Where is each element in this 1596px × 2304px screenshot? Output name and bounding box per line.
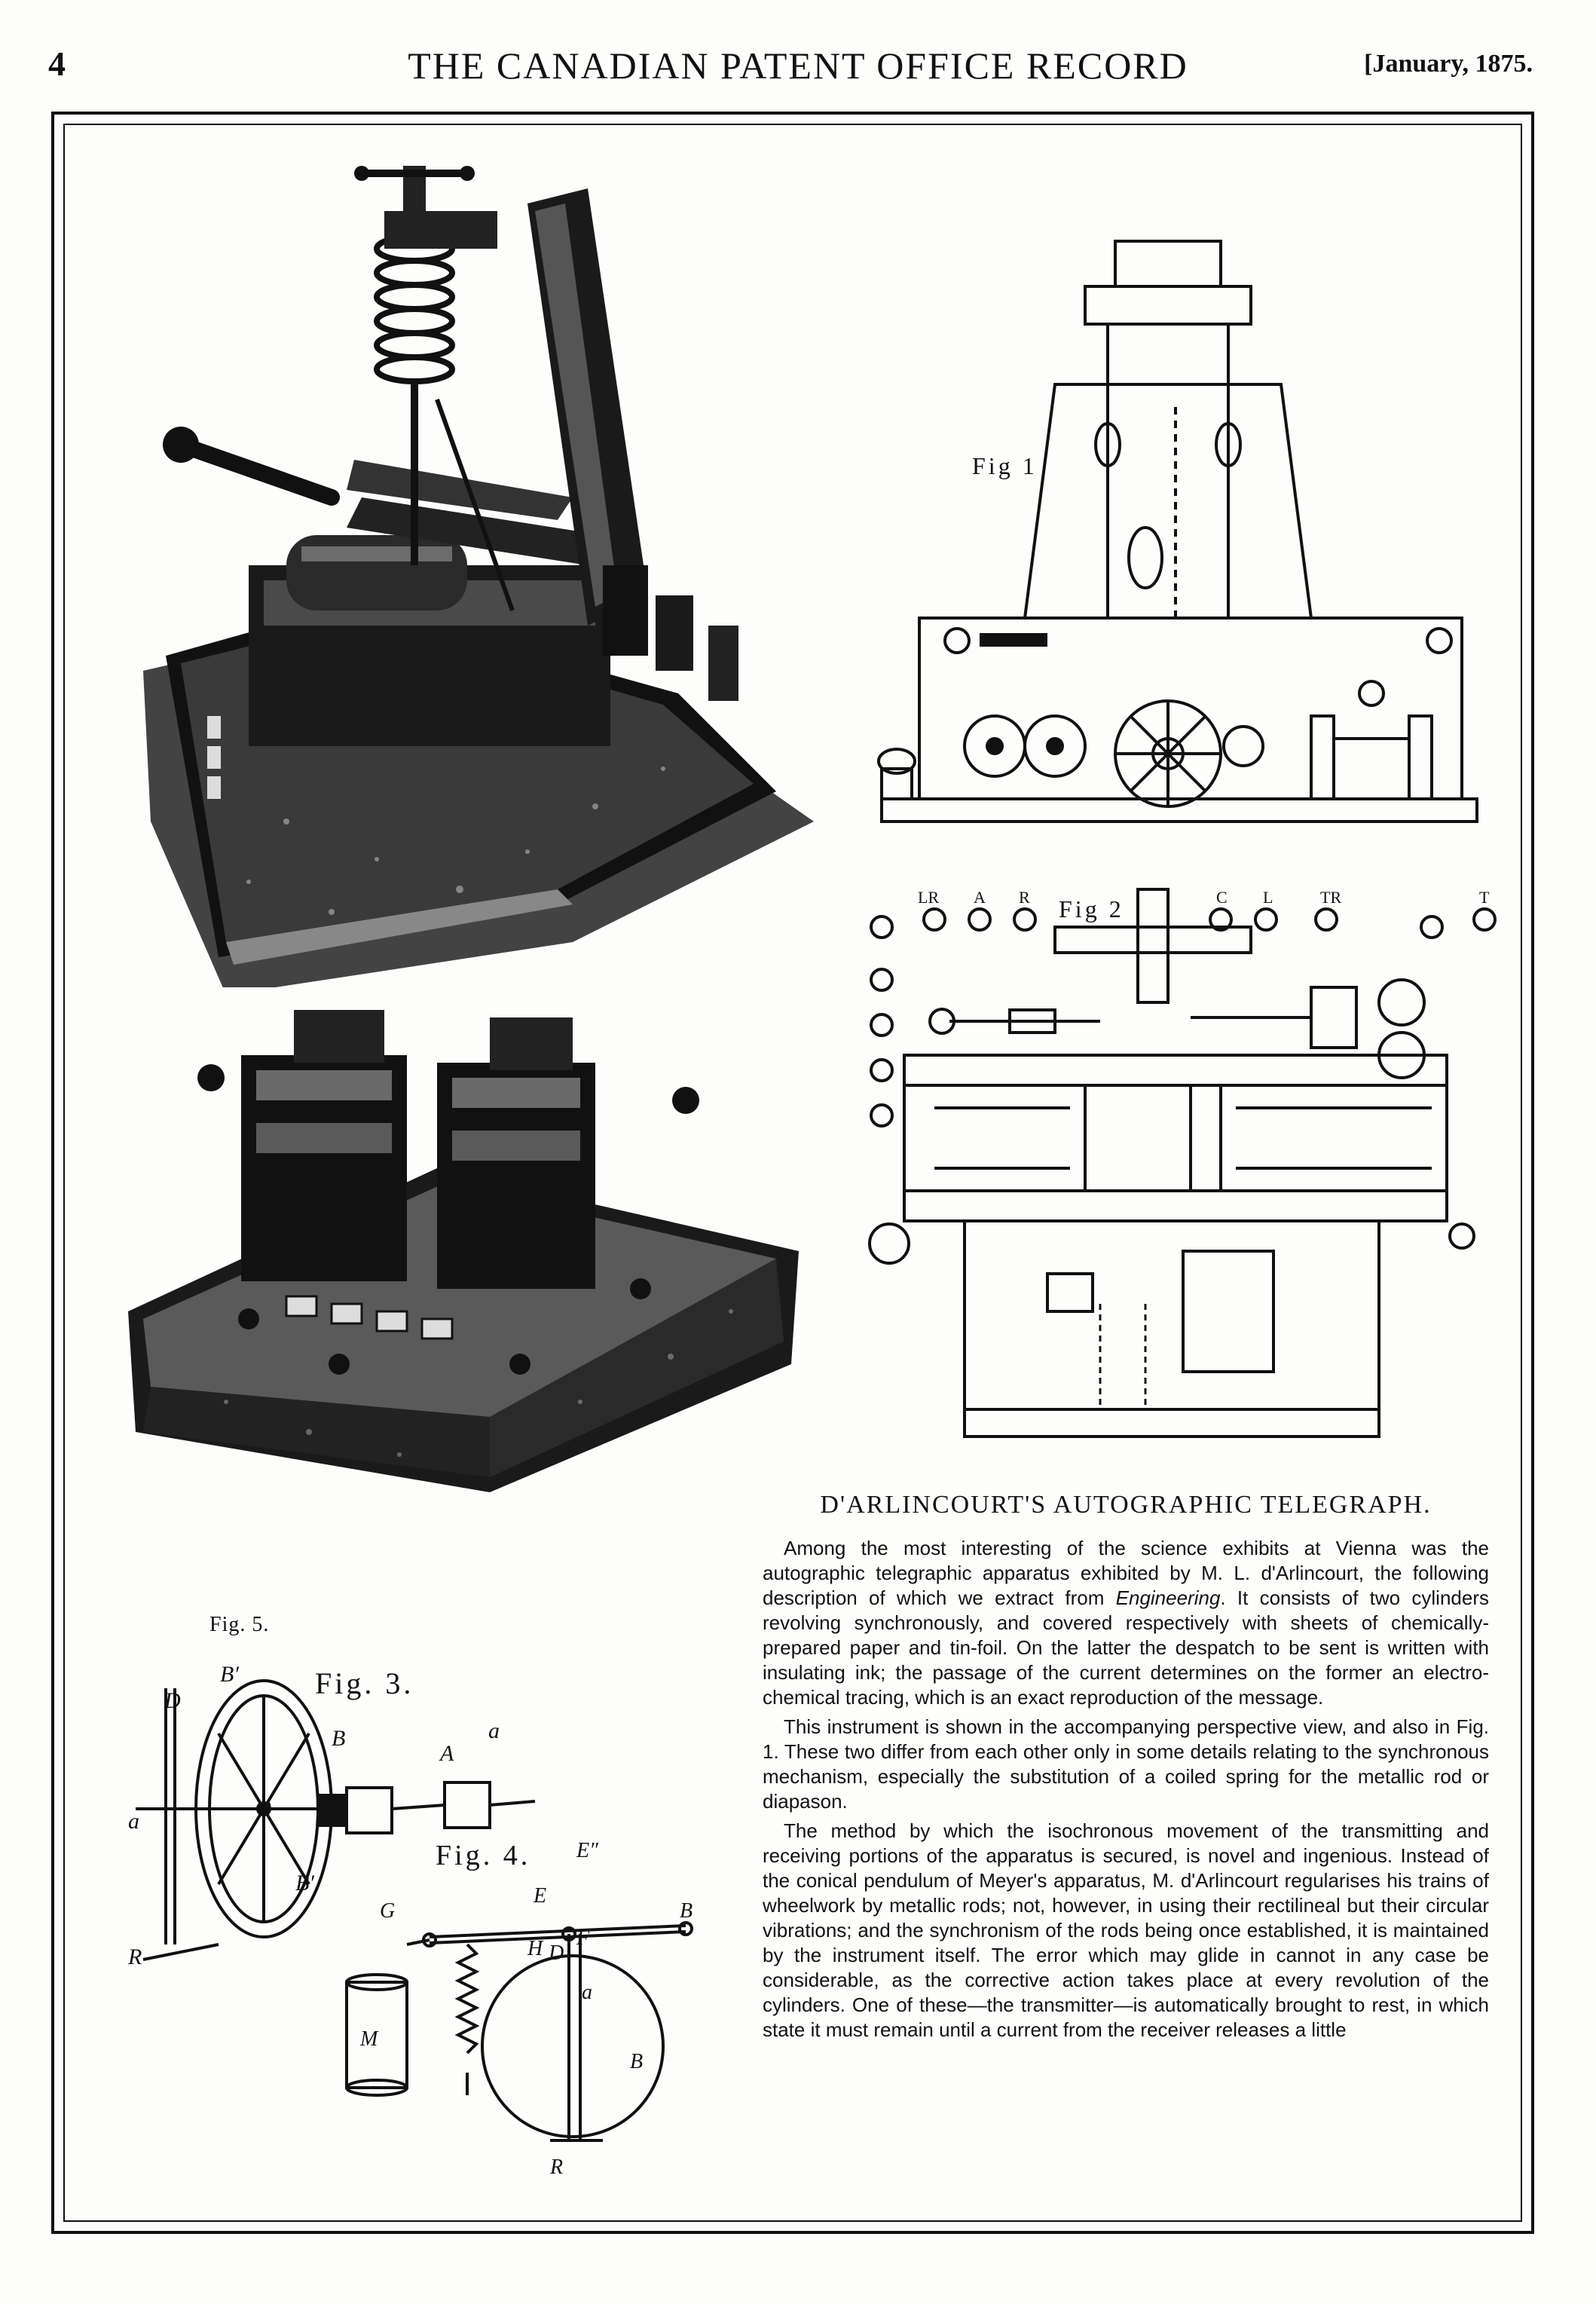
fig4-letter-e: E: [534, 1884, 547, 1908]
fig4-letter-d: D: [549, 1941, 564, 1965]
page-number: 4: [48, 44, 66, 83]
fig3-letter-b-lower: b: [260, 1792, 271, 1817]
fig3-letter-r: R: [128, 1944, 142, 1969]
fig3-letter-b-upper: B: [332, 1726, 346, 1751]
fig2-letter-l: L: [1263, 888, 1273, 907]
fig3-letter-a-left: a: [128, 1809, 139, 1834]
fig4-letter-a: a: [582, 1981, 592, 2004]
fig3-label: Fig. 3.: [315, 1666, 414, 1700]
fig1-side-view-drawing: [859, 226, 1500, 852]
fig4-label: Fig. 4.: [436, 1840, 531, 1871]
fig2-letter-t: T: [1479, 888, 1490, 907]
perspective-engraving-receiver: [113, 1010, 814, 1492]
article-paragraph-1-part-a: Among the most interesting of the scienc…: [763, 1537, 1489, 1609]
article-source-name: Engineering: [1115, 1586, 1221, 1609]
fig1-label: Fig 1: [972, 452, 1038, 479]
transmitter-engraving-drawing: [143, 166, 814, 987]
page-frame-outer: [51, 112, 1534, 2234]
fig3-letter-a-right: a: [488, 1718, 500, 1743]
page-frame-inner: [63, 124, 1522, 2222]
fig4-letter-h: H: [527, 1937, 543, 1960]
article: D'ARLINCOURT'S AUTOGRAPHIC TELEGRAPH. Am…: [763, 1491, 1489, 2047]
receiver-engraving-drawing: [128, 1010, 799, 1492]
fig2-letter-lr: LR: [918, 888, 940, 907]
fig4-letter-r: R: [550, 2156, 564, 2179]
fig2-label: Fig 2: [1059, 895, 1124, 923]
fig3-letter-d: D: [164, 1688, 181, 1713]
fig3-wheel-drawing: [128, 1658, 550, 1975]
fig3-letter-a-upper: A: [440, 1741, 454, 1766]
fig2-letter-a: A: [974, 888, 986, 907]
article-paragraph-3: The method by which the isochronous move…: [763, 1819, 1489, 2041]
fig4-letter-b-side: B: [630, 2050, 644, 2073]
fig2-letter-r: R: [1019, 888, 1030, 907]
fig3-letter-b-prime-bottom: B′: [295, 1871, 314, 1896]
fig2-letter-tr: TR: [1320, 888, 1342, 907]
publication-title: THE CANADIAN PATENT OFFICE RECORD: [408, 44, 1188, 87]
fig5-label: Fig. 5.: [209, 1613, 270, 1636]
fig4-letter-e-double-prime: E″: [576, 1839, 598, 1862]
fig4-letter-f: F: [576, 1926, 590, 1950]
fig2-letter-c: C: [1216, 888, 1228, 907]
article-paragraph-1-part-b: . It consists of two cylinders revolving…: [763, 1586, 1489, 1709]
fig3-letter-b-prime-top: B′: [220, 1662, 239, 1687]
perspective-engraving-transmitter: [136, 143, 829, 987]
article-title: D'ARLINCOURT'S AUTOGRAPHIC TELEGRAPH.: [820, 1491, 1432, 1519]
running-header: 4 THE CANADIAN PATENT OFFICE RECORD [Jan…: [0, 44, 1596, 96]
fig4-letter-m: M: [360, 2027, 378, 2051]
fig2-plan-view-drawing: [859, 882, 1500, 1470]
fig4-letter-g: G: [380, 1899, 396, 1923]
article-paragraph-1: Among the most interesting of the scienc…: [763, 1536, 1489, 1710]
fig4-letter-b-top: B: [680, 1899, 693, 1923]
issue-date: [January, 1875.: [1364, 50, 1533, 78]
article-paragraph-2: This instrument is shown in the accompan…: [763, 1715, 1489, 1813]
fig4-lever-drawing: [332, 1884, 723, 2201]
